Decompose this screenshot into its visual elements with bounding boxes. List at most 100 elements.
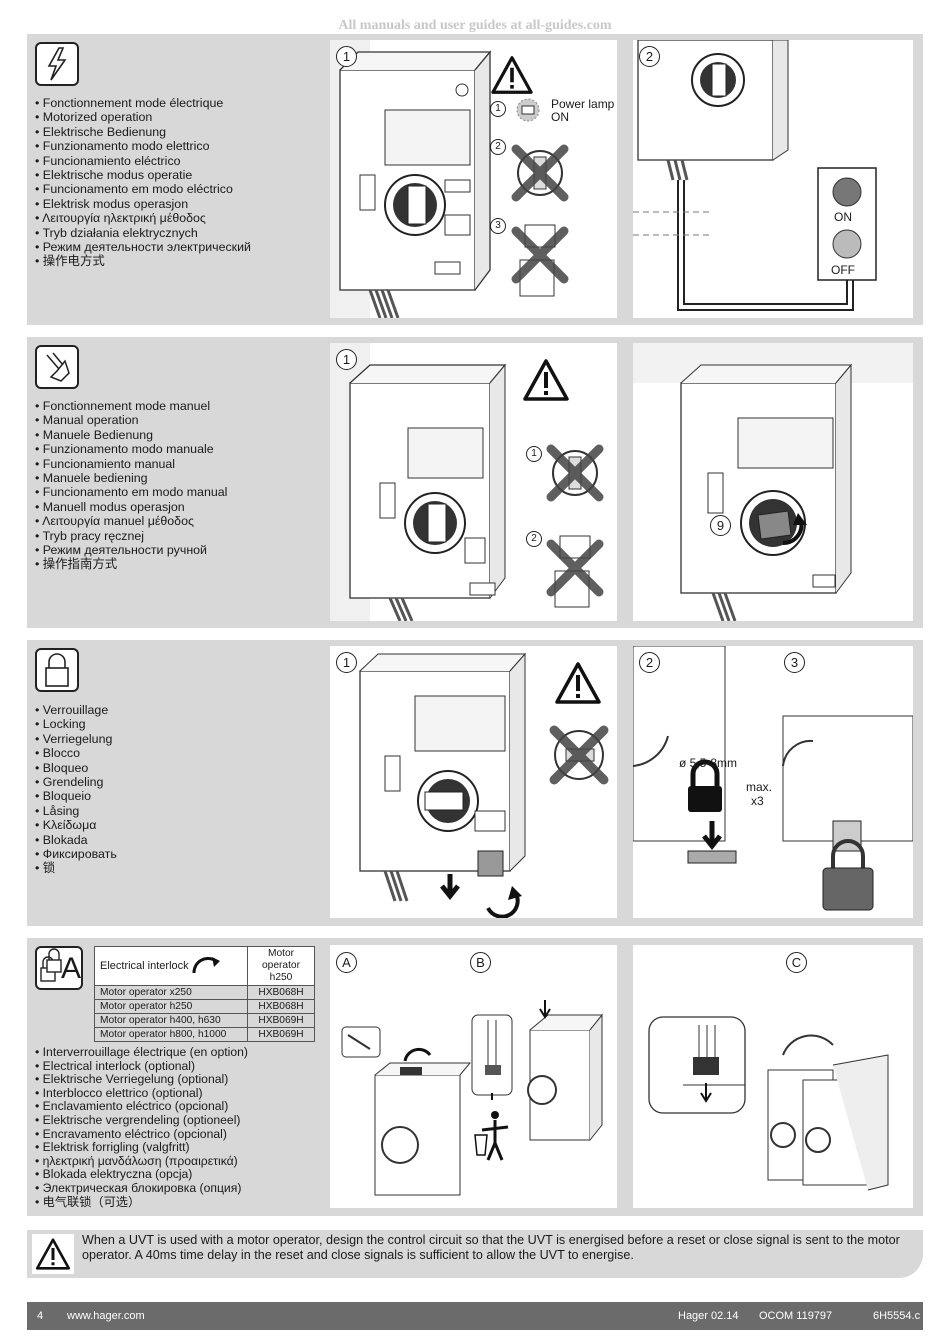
language-list: Verrouillage Locking Verriegelung Blocco… [35,703,117,876]
interlock-lock-icon: A [35,946,83,990]
motor-operator-illustration [330,343,507,621]
table-cell: HXB069H [247,1027,315,1042]
on-button-label: ON [834,210,852,224]
lang-item: Grendeling [35,775,117,789]
locking-diagram-card: 1 [330,646,617,918]
step-1-badge: 1 [336,652,357,673]
lang-item: Fonctionnement mode manuel [35,399,227,413]
footer-code: 6H5554.c [873,1310,921,1322]
table-header-label: Electrical interlock [100,959,189,972]
step-2-badge: 2 [639,46,660,67]
lang-item: Enclavamiento eléctrico (opcional) [35,1100,248,1114]
lang-item: Interverrouillage électrique (en option) [35,1045,248,1060]
lang-item: Blokada [35,833,117,847]
padlock-card: 2 3 ø 5,5-8mm max. x3 [633,646,913,918]
lang-item: Λειτουργία ηλεκτρική μέθοδος [35,211,251,225]
footer-date: Hager 02.14 [678,1310,739,1322]
uvt-warning-bar: When a UVT is used with a motor operator… [27,1230,923,1278]
handle-insert-crossed-icon [510,224,570,297]
power-lamp-icon [516,98,540,122]
padlock-illustration [633,646,913,911]
motor-operator-illustration [330,40,492,318]
table-row: Motor operator h400, h630 HXB069H [94,1013,315,1028]
handle-crossed-icon [510,143,570,203]
padlock-diameter-label: ø 5,5-8mm [679,756,738,770]
website-link[interactable]: www.hager.com [67,1310,145,1322]
language-list: Interverrouillage électrique (en option)… [35,1045,248,1210]
control-circuit-card: 2 ON OFF [633,40,913,318]
table-cell: Motor operator x250 [94,985,248,1000]
step-2-badge: 2 [639,652,660,673]
warning-icon-box [32,1234,74,1274]
interlock-install-illustration [341,1000,604,1196]
interlock-table: Electrical interlock Motor operator h250… [94,946,315,1042]
lang-item: Manuele bediening [35,471,227,485]
lang-item: Elektrische Bedienung [35,125,251,139]
padlock-max-label: max. [746,780,773,794]
lang-item: Electrical interlock (optional) [35,1059,248,1074]
lang-item: Funcionamiento eléctrico [35,154,251,168]
table-row: Motor operator x250 HXB068H [94,985,315,1000]
substep-2-badge: 2 [490,139,506,155]
handle-crossed-icon [548,724,610,786]
curved-arrow-icon [192,957,220,974]
section-interlock: A Electrical interlock Motor operator h2… [27,938,923,1216]
lang-item: Blokada elektryczna (opcja) [35,1168,248,1182]
lang-item: 操作指南方式 [35,557,227,571]
power-lamp-on-text: ON [551,110,569,124]
column-header-line: h250 [269,972,293,983]
lang-item: Manuell modus operasjon [35,500,227,514]
lang-item: Bloqueo [35,761,117,775]
language-list: Fonctionnement mode électrique Motorized… [35,96,251,269]
lang-item: Elektrisk modus operasjon [35,197,251,211]
lang-item: Verriegelung [35,732,117,746]
lang-item: Locking [35,717,117,731]
table-cell: HXB068H [247,985,315,1000]
lang-item: Fonctionnement mode électrique [35,96,251,110]
lang-item: Blocco [35,746,117,760]
table-cell: Motor operator h250 [94,999,248,1014]
section-motorized: Fonctionnement mode électrique Motorized… [27,34,923,325]
handle-insert-crossed-icon [545,535,605,608]
interlock-icon-letter: A [61,952,82,985]
lang-item: Режим деятельности электрический [35,240,251,254]
page-number: 4 [37,1310,44,1322]
step-1-badge: 1 [336,349,357,370]
lightning-icon [35,42,79,86]
manual-diagram-card: 1 1 2 [330,343,617,621]
interlock-connect-illustration [648,1016,889,1191]
lang-item: Encravamento eléctrico (opcional) [35,1127,248,1142]
step-1-badge: 1 [336,46,357,67]
lang-item: Funzionamento modo elettrico [35,139,251,153]
lang-item: Funcionamiento manual [35,457,227,471]
uvt-warning-text: When a UVT is used with a motor operator… [82,1233,900,1262]
lang-item: Tryb działania elektrycznych [35,226,251,240]
lang-item: Interblocco elettrico (optional) [35,1086,248,1101]
lang-item: Tryb pracy ręcznej [35,529,227,543]
padlock-icon [35,648,79,692]
off-button-label: OFF [831,263,855,277]
lang-item: 电气联锁（可选） [35,1195,248,1210]
lang-item: Bloqueio [35,789,117,803]
padlock-count-label: x3 [751,794,764,808]
handle-crossed-icon [545,443,605,503]
lang-item: Фиксировать [35,847,117,861]
manual-handle-illustration [633,343,913,621]
lang-item: Funcionamento em modo manual [35,485,228,499]
warning-icon [522,358,570,402]
step-9-badge: 9 [710,515,731,536]
control-circuit-illustration [633,40,877,311]
column-header-line: operator [262,960,300,971]
footer-reference: OCOM 119797 [759,1310,833,1322]
table-header-cell: Motor operator h250 [247,946,315,986]
warning-icon [554,661,602,705]
step-c-badge: C [786,952,807,973]
language-list: Fonctionnement mode manuel Manual operat… [35,399,227,572]
lang-item: Motorized operation [35,110,251,124]
lang-item: Manual operation [35,413,227,427]
table-row: Motor operator h800, h1000 HXB069H [94,1027,315,1042]
substep-3-badge: 3 [490,218,506,234]
lang-item: 操作电方式 [35,254,251,268]
table-row: Motor operator h250 HXB068H [94,999,315,1014]
lang-item: Verrouillage [35,703,117,717]
